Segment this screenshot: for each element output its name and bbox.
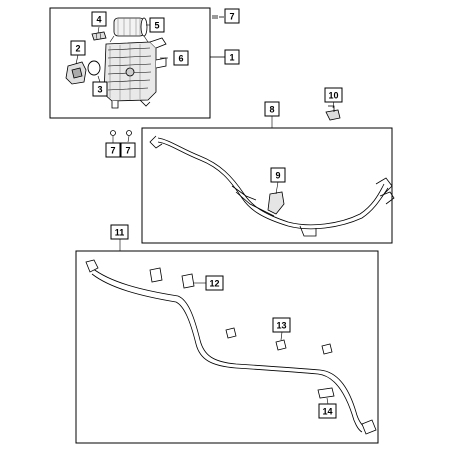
- retaining-clip: [325, 100, 341, 121]
- callout-7-top: 7: [224, 8, 240, 24]
- svg-text:2: 2: [75, 44, 80, 54]
- svg-text:6: 6: [178, 54, 183, 64]
- o-ring: [87, 60, 101, 76]
- svg-text:3: 3: [97, 85, 102, 95]
- bolt-icon-top: [212, 15, 224, 19]
- group-box-harness-upper: [141, 127, 393, 244]
- mounting-bracket: [65, 61, 87, 85]
- svg-text:13: 13: [276, 321, 286, 331]
- upper-hose-line: [149, 135, 395, 237]
- svg-text:12: 12: [209, 279, 219, 289]
- svg-text:8: 8: [269, 105, 274, 115]
- group-box-canister: [49, 7, 211, 119]
- callout-6: 6: [173, 50, 189, 66]
- leaders-group-11: [194, 282, 329, 405]
- hose-clips-lower: [149, 267, 333, 355]
- svg-text:9: 9: [275, 171, 280, 181]
- filter-cartridge: [109, 17, 149, 43]
- callout-9: 9: [270, 167, 286, 183]
- callout-14: 14: [318, 403, 337, 419]
- svg-text:11: 11: [115, 228, 125, 238]
- svg-text:7: 7: [110, 146, 115, 156]
- screw-icon-a: [110, 130, 116, 136]
- svg-text:1: 1: [229, 53, 234, 63]
- svg-text:7: 7: [125, 146, 130, 156]
- callout-12: 12: [205, 275, 224, 291]
- callout-2: 2: [70, 40, 86, 56]
- svg-text:10: 10: [328, 91, 338, 101]
- svg-text:14: 14: [322, 407, 332, 417]
- callout-10: 10: [324, 87, 343, 103]
- callout-13: 13: [272, 317, 291, 333]
- group-box-harness-lower: [75, 250, 379, 444]
- svg-text:5: 5: [154, 21, 159, 31]
- svg-text:7: 7: [229, 12, 234, 22]
- harness-bracket: [267, 181, 285, 215]
- leaders-group-1: [75, 24, 168, 83]
- callout-7-mid-b: 7: [120, 142, 136, 158]
- hose-plug: [91, 31, 107, 41]
- svg-text:4: 4: [96, 15, 101, 25]
- callout-11: 11: [110, 224, 129, 240]
- lower-hose-line: [85, 259, 377, 435]
- callout-7-mid-a: 7: [105, 142, 121, 158]
- callout-4: 4: [91, 11, 107, 27]
- callout-3: 3: [92, 81, 108, 97]
- callout-8: 8: [264, 101, 280, 117]
- callout-5: 5: [149, 17, 165, 33]
- screw-icon-b: [126, 130, 132, 136]
- charcoal-canister: [103, 37, 167, 109]
- callout-1: 1: [224, 49, 240, 65]
